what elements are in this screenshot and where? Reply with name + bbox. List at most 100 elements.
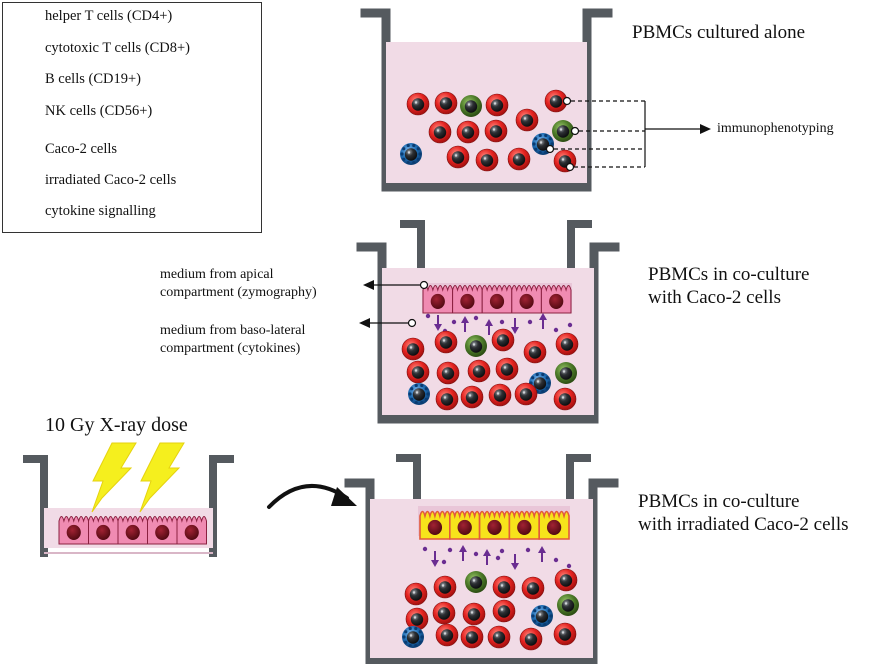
baso-sampling-connector: [359, 318, 417, 328]
signal-coculture-4: [511, 318, 519, 334]
legend-label-cytotoxic-t: cytotoxic T cells (CD8+): [45, 40, 190, 56]
cell-coculture-16: [488, 383, 512, 407]
cell-alone-11: [400, 143, 422, 165]
apical-medium-label-line2: compartment (zymography): [160, 285, 317, 300]
signal-irradiated-5: [538, 546, 546, 562]
cell-coculture-18: [553, 387, 577, 411]
immunophenotyping-label: immunophenotyping: [717, 121, 834, 136]
cell-alone-13: [475, 148, 499, 172]
arrow-head: [331, 487, 357, 506]
panel-title-coculture-line2: with Caco-2 cells: [648, 287, 781, 308]
irradiated-caco-5: [538, 510, 570, 540]
cytokine-dot-coculture-6: [553, 327, 559, 333]
sample-point: [565, 162, 575, 172]
baso-medium-label-line2: compartment (cytokines): [160, 341, 301, 356]
caco-pre-irradiation-4: [147, 516, 178, 545]
cytokine-dot-irradiated-7: [566, 563, 572, 569]
legend-label-irradiated-caco: irradiated Caco-2 cells: [45, 172, 177, 188]
sample-point: [419, 280, 429, 290]
cell-coculture-4: [491, 328, 515, 352]
cytokine-dot-coculture-3: [473, 315, 479, 321]
panel-title-irradiated-line2: with irradiated Caco-2 cells: [638, 514, 849, 535]
signal-irradiated-1: [431, 551, 439, 567]
cytokine-dot-coculture-7: [567, 322, 573, 328]
lightning-bolt-icon: [91, 442, 137, 513]
cell-coculture-8: [436, 361, 460, 385]
lightning-bolt-icon: [139, 442, 185, 513]
caco-coculture-5: [540, 285, 572, 314]
legend-label-caco-cells: Caco-2 cells: [45, 141, 118, 157]
cell-irradiated-3: [465, 571, 487, 593]
irradiated-caco-1: [419, 510, 451, 540]
cell-irradiated-6: [554, 568, 578, 592]
cytokine-dot-irradiated-6: [553, 557, 559, 563]
cytokine-dot-coculture-1: [425, 313, 431, 319]
cell-alone-4: [485, 93, 509, 117]
signal-irradiated-2: [459, 545, 467, 561]
cell-irradiated-1: [404, 582, 428, 606]
caco-coculture-1: [422, 285, 454, 314]
immunophenotyping-connector: [545, 96, 711, 172]
cytokine-dot-irradiated-8: [441, 559, 447, 565]
cell-coculture-5: [523, 340, 547, 364]
sample-point: [545, 144, 555, 154]
irradiated-caco-4: [508, 510, 540, 540]
caco-pre-irradiation-1: [58, 516, 89, 545]
cytokine-dot-irradiated-4: [499, 548, 505, 554]
caco-pre-irradiation-2: [88, 516, 119, 545]
cytokine-dot-irradiated-3: [473, 551, 479, 557]
cell-irradiated-15: [460, 625, 484, 649]
cell-coculture-12: [555, 362, 577, 384]
cell-coculture-10: [495, 357, 519, 381]
cytokine-dot-irradiated-5: [525, 547, 531, 553]
panel-title-alone: PBMCs cultured alone: [632, 22, 806, 43]
cytokine-dot-coculture-5: [527, 319, 533, 325]
cell-coculture-13: [408, 383, 430, 405]
signal-irradiated-4: [511, 554, 519, 570]
legend-label-b-cells: B cells (CD19+): [45, 71, 141, 87]
panel-title-coculture-line1: PBMCs in co-culture: [648, 264, 810, 285]
cell-coculture-3: [465, 335, 487, 357]
cell-alone-2: [434, 91, 458, 115]
caco-coculture-2: [452, 285, 483, 314]
legend-label-helper-t: helper T cells (CD4+): [45, 8, 173, 24]
irradiated-caco-3: [478, 510, 511, 540]
cell-alone-8: [484, 119, 508, 143]
xray-dose-label: 10 Gy X-ray dose: [45, 414, 188, 436]
arrow-head: [363, 280, 374, 290]
signal-coculture-3: [485, 319, 493, 335]
transfer-arrow: [267, 484, 357, 509]
cell-coculture-1: [401, 337, 425, 361]
caco-coculture-4: [511, 285, 542, 314]
cell-irradiated-5: [521, 576, 545, 600]
cell-irradiated-16: [487, 625, 511, 649]
cell-alone-12: [446, 145, 470, 169]
cell-irradiated-4: [492, 575, 516, 599]
cell-irradiated-13: [402, 626, 424, 648]
cytokine-dot-coculture-2: [451, 319, 457, 325]
cell-coculture-17: [514, 382, 538, 406]
panel-title-irradiated-line1: PBMCs in co-culture: [638, 491, 800, 512]
legend: [2, 2, 262, 233]
cell-alone-5: [544, 89, 568, 113]
arrow-head: [359, 318, 370, 328]
cell-coculture-7: [406, 360, 430, 384]
cell-alone-7: [456, 120, 480, 144]
apical-sampling-connector: [363, 280, 429, 290]
legend-label-nk-cells: NK cells (CD56+): [45, 103, 153, 119]
sample-point: [570, 126, 580, 136]
signal-irradiated-3: [483, 549, 491, 565]
cell-alone-3: [460, 95, 482, 117]
caco-coculture-3: [481, 285, 513, 314]
cell-coculture-15: [460, 385, 484, 409]
legend-label-cytokine: cytokine signalling: [45, 203, 156, 219]
sample-point: [407, 318, 417, 328]
signal-coculture-1: [434, 315, 442, 331]
cell-coculture-14: [435, 387, 459, 411]
cell-coculture-9: [467, 359, 491, 383]
cytokine-dot-irradiated-1: [422, 546, 428, 552]
arrow-head: [700, 124, 711, 134]
cell-irradiated-18: [553, 622, 577, 646]
